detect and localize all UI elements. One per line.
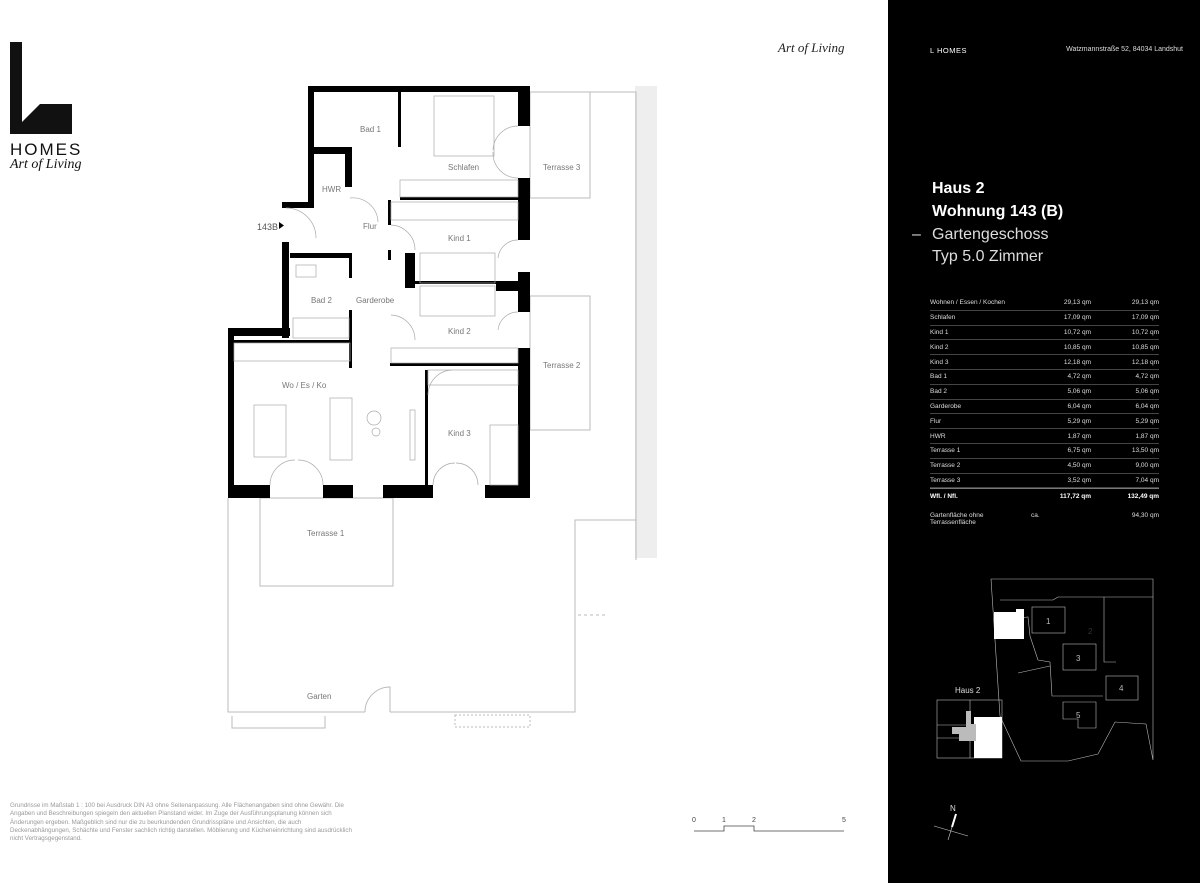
logo-tagline: Art of Living [10, 157, 82, 172]
scale-tick-label: 5 [842, 817, 846, 824]
room-labels: Bad 1 Schlafen Terrasse 3 HWR Flur Kind … [257, 125, 581, 701]
garden-area-row: Gartenfläche ohne Terrassenfläche ca. 94… [930, 512, 1159, 526]
house-title: Haus 2 [932, 180, 985, 197]
scale-tick-label: 1 [722, 817, 726, 824]
header-tagline: Art of Living [778, 40, 845, 55]
site-house-2-highlight [994, 609, 1024, 639]
scale-bar: 0 1 2 5 [692, 817, 846, 832]
room-label: Wo / Es / Ko [282, 381, 327, 390]
room-label: Terrasse 3 [543, 163, 581, 172]
north-arrow-icon: N [933, 804, 969, 841]
entry-arrow-icon [279, 222, 284, 229]
room-label: Terrasse 2 [543, 361, 581, 370]
disclaimer: Grundrisse im Maßstab 1 : 100 bei Ausdru… [10, 802, 352, 843]
site-plan: 1 2 3 4 5 Haus 2 N [933, 578, 1154, 841]
furniture [233, 95, 519, 486]
room-label: Flur [363, 222, 377, 231]
room-label: Terrasse 1 [307, 529, 345, 538]
outdoor-outlines [227, 86, 657, 729]
room-label: Bad 1 [360, 125, 381, 134]
floor-name: Gartengeschoss [932, 226, 1049, 243]
floor-plan: Bad 1 Schlafen Terrasse 3 HWR Flur Kind … [227, 86, 657, 729]
room-label: Kind 3 [448, 429, 471, 438]
room-label: HWR [322, 185, 341, 194]
info-panel: L HOMES Watzmannstraße 52, 84034 Landshu… [888, 0, 1200, 883]
site-house-label: 2 [1088, 627, 1093, 636]
walls [228, 86, 530, 498]
site-house-label: 5 [1076, 711, 1081, 720]
room-label: Schlafen [448, 163, 479, 172]
unit-title: Wohnung 143 (B) [932, 203, 1064, 220]
scale-tick-label: 0 [692, 817, 696, 824]
entry-label: 143B [257, 222, 278, 232]
site-house-label: 1 [1046, 617, 1051, 626]
brand: L HOMES [930, 46, 967, 55]
room-label: Garten [307, 692, 331, 701]
logo-mark [10, 42, 72, 134]
address: Watzmannstraße 52, 84034 Landshut [1066, 46, 1183, 53]
site-house-label: 3 [1076, 654, 1081, 663]
unit-location-marker [952, 711, 976, 741]
logo-name: HOMES [10, 140, 83, 159]
unit-type: Typ 5.0 Zimmer [932, 248, 1044, 265]
dash: – [912, 226, 921, 243]
room-label: Kind 1 [448, 234, 471, 243]
room-label: Kind 2 [448, 327, 471, 336]
room-label: Bad 2 [311, 296, 332, 305]
scale-tick-label: 2 [752, 817, 756, 824]
room-label: Garderobe [356, 296, 395, 305]
site-house-label: 4 [1119, 684, 1124, 693]
inset-label: Haus 2 [955, 686, 981, 695]
svg-text:N: N [950, 804, 956, 813]
